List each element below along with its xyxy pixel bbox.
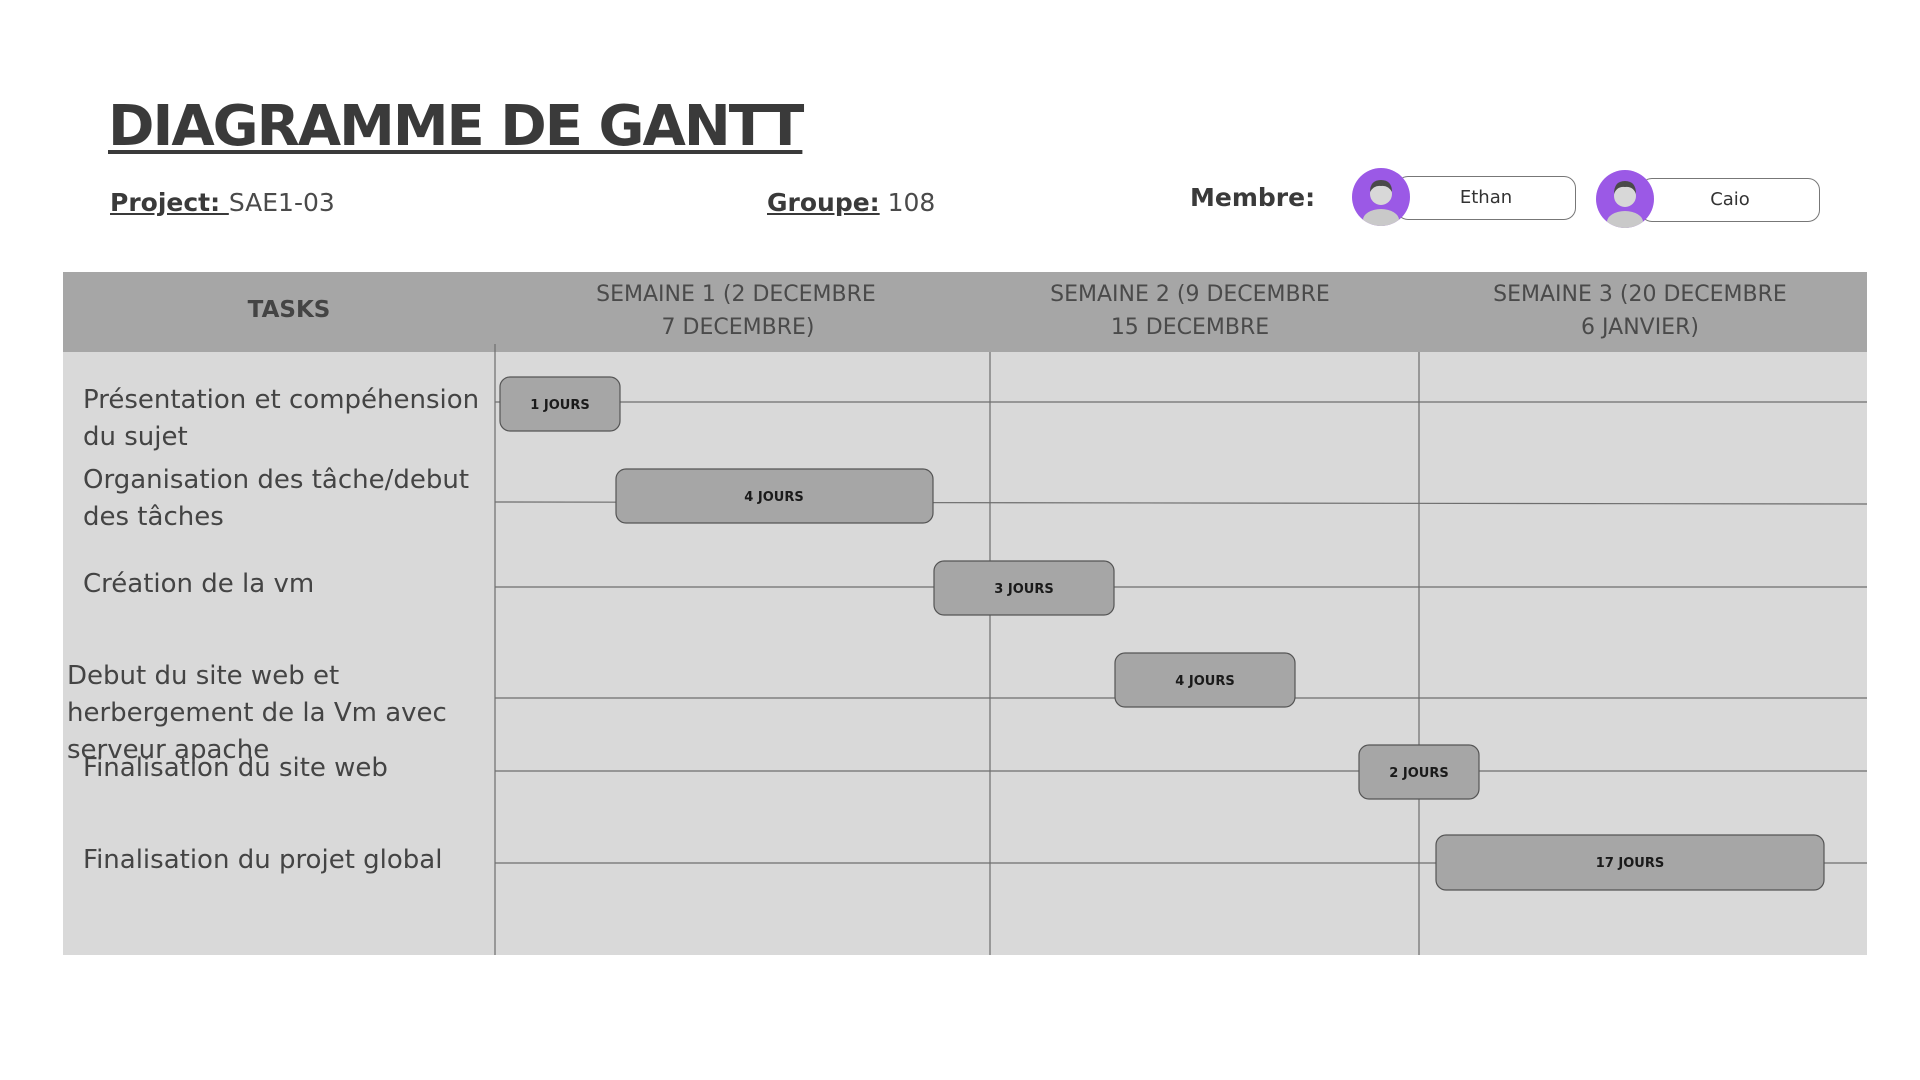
member-name: Caio xyxy=(1710,189,1750,210)
task-label-3: Création de la vm xyxy=(83,569,315,599)
member-pill xyxy=(1640,178,1820,222)
task-bar-label: 1 JOURS xyxy=(530,398,589,413)
user-avatar-icon xyxy=(1596,170,1654,228)
project-info: Project: SAE1-03 xyxy=(110,188,335,217)
chart-header-background xyxy=(63,272,1867,352)
task-bar xyxy=(933,560,1115,616)
task-bar xyxy=(1114,652,1296,708)
project-value: SAE1-03 xyxy=(228,188,335,217)
member-pill xyxy=(1396,176,1576,220)
task-bar-label: 3 JOURS xyxy=(994,582,1053,597)
header-week-2-line1: SEMAINE 2 (9 DECEMBRE xyxy=(1050,282,1330,307)
task-bar-label: 4 JOURS xyxy=(744,490,803,505)
page-title: DIAGRAMME DE GANTT xyxy=(108,94,804,159)
groupe-label: Groupe: xyxy=(767,188,880,217)
task-bar xyxy=(1358,744,1480,800)
groupe-value: 108 xyxy=(879,188,936,217)
header-week-1-line1: SEMAINE 1 (2 DECEMBRE xyxy=(596,282,876,307)
task-bar-5: 2 JOURS xyxy=(1358,744,1480,800)
project-label: Project: xyxy=(110,188,229,217)
task-label-2: Organisation des tâche/debut des tâches xyxy=(83,465,470,532)
header-week-3-line1: SEMAINE 3 (20 DECEMBRE xyxy=(1493,282,1787,307)
header-week-2-line2: 15 DECEMBRE xyxy=(1111,315,1269,340)
user-avatar-icon xyxy=(1352,168,1410,226)
header-week-3-line2: 6 JANVIER) xyxy=(1581,315,1699,340)
task-bar-4: 4 JOURS xyxy=(1114,652,1296,708)
task-bar-1: 1 JOURS xyxy=(499,376,621,432)
task-bar-2: 4 JOURS xyxy=(615,468,934,524)
member-chip-ethan: Ethan xyxy=(1352,168,1576,226)
membre-label: Membre: xyxy=(1190,183,1316,212)
member-chip-caio: Caio xyxy=(1596,170,1820,228)
task-bar-label: 2 JOURS xyxy=(1389,766,1448,781)
header-week-1-line2: 7 DECEMBRE) xyxy=(662,315,815,340)
groupe-info: Groupe: 108 xyxy=(767,188,935,217)
member-name: Ethan xyxy=(1459,187,1513,208)
task-label-6: Finalisation du projet global xyxy=(83,845,443,875)
task-label-4: Debut du site web et herbergement de la … xyxy=(67,661,447,765)
task-bar-3: 3 JOURS xyxy=(933,560,1115,616)
task-bar-label: 4 JOURS xyxy=(1175,674,1234,689)
task-bar-6: 17 JOURS xyxy=(1435,834,1825,891)
task-label-5: Finalisation du site web xyxy=(83,753,388,783)
task-bar xyxy=(615,468,934,524)
task-bar xyxy=(1435,834,1825,891)
task-bar xyxy=(499,376,621,432)
task-label-1: Présentation et compéhension du sujet xyxy=(83,385,480,452)
task-bar-label: 17 JOURS xyxy=(1596,856,1664,871)
header-tasks: TASKS xyxy=(248,297,331,323)
